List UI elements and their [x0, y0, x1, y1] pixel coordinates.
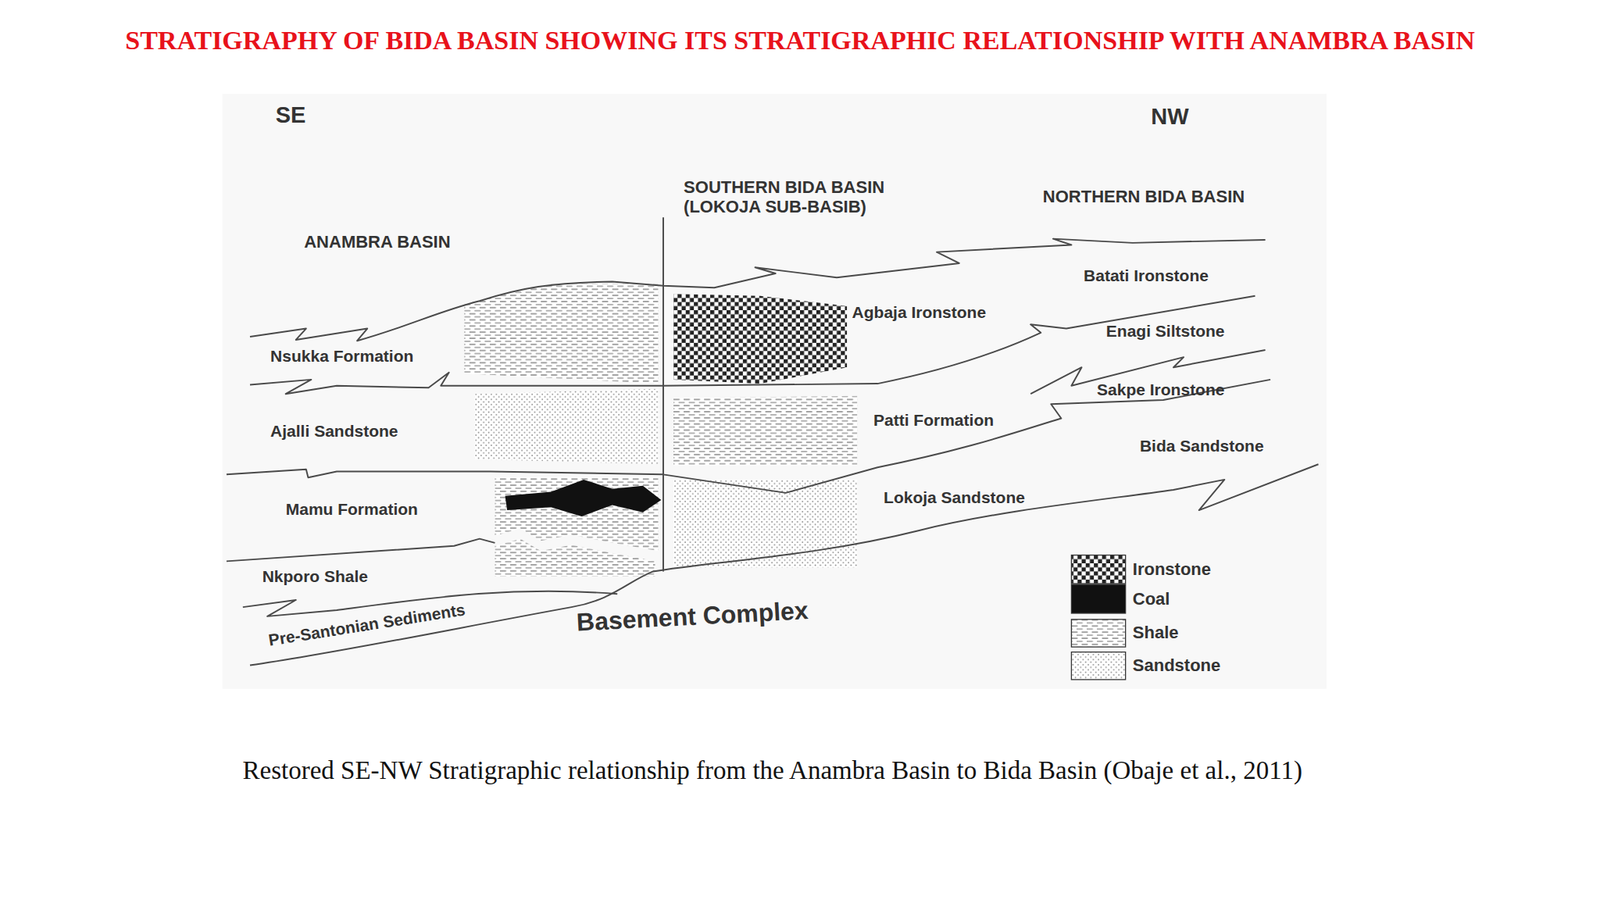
- shale-block: [494, 539, 655, 577]
- legend-text: Ironstone: [1132, 559, 1211, 579]
- legend-text: Shale: [1132, 623, 1179, 643]
- basement-boundary: [250, 464, 1319, 665]
- legend-text: Coal: [1132, 589, 1171, 609]
- formation-label: Mamu Formation: [285, 500, 418, 519]
- basin-divider: [662, 217, 665, 572]
- legend-text: Sandstone: [1132, 656, 1221, 676]
- direction-label: NW: [1150, 104, 1189, 131]
- sandstone-block: [474, 389, 658, 465]
- formation-label: Patti Formation: [873, 410, 994, 430]
- legend-swatch: [1071, 584, 1125, 614]
- legend-swatch: [1071, 652, 1125, 680]
- formation-label: Batati Ironstone: [1083, 266, 1209, 286]
- formation-label: Enagi Siltstone: [1106, 321, 1225, 341]
- coal-seam: [505, 479, 662, 517]
- sandstone-block: [673, 479, 858, 568]
- formation-boundary: [250, 296, 1256, 394]
- formation-label: Lokoja Sandstone: [883, 488, 1025, 508]
- formation-label: Ajalli Sandstone: [270, 421, 398, 441]
- formation-label: Nkporo Shale: [262, 567, 368, 586]
- formation-boundary: [250, 239, 1266, 342]
- formation-label: Nsukka Formation: [270, 346, 414, 366]
- formation-label: Sakpe Ironstone: [1096, 380, 1225, 400]
- formation-label: Bida Sandstone: [1139, 436, 1265, 456]
- direction-label: SE: [275, 102, 307, 129]
- basin-label: ANAMBRA BASIN: [303, 232, 450, 252]
- formation-boundary: [226, 379, 1271, 493]
- legend-swatch: [1071, 555, 1125, 585]
- legend-group: [1071, 555, 1125, 680]
- shale-block: [464, 283, 658, 384]
- legend-swatch: [1071, 619, 1125, 647]
- formation-label: Agbaja Ironstone: [852, 303, 987, 322]
- basin-label: NORTHERN BIDA BASIN: [1042, 186, 1245, 207]
- formation-boundary: [226, 539, 496, 562]
- shale-block: [673, 396, 858, 466]
- basin-label: SOUTHERN BIDA BASIN (LOKOJA SUB-BASIB): [683, 177, 934, 218]
- figure-caption: Restored SE-NW Stratigraphic relationshi…: [242, 756, 1303, 786]
- figure-panel: [222, 93, 1327, 689]
- page-title: STRATIGRAPHY OF BIDA BASIN SHOWING ITS S…: [0, 25, 1600, 56]
- ironstone-block: [673, 293, 847, 384]
